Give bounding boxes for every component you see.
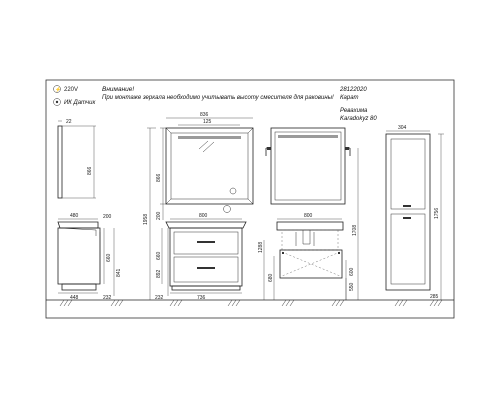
sensor-icon	[53, 98, 61, 106]
dim-cabinet-base-width: 736	[197, 295, 206, 301]
dim-install-h5: 550	[349, 282, 355, 291]
dim-mirror-inner-width: 125	[203, 119, 212, 125]
cabinet-front-view: 800 660 892 232 736	[155, 213, 247, 301]
dim-mirror-gap: 200	[156, 211, 162, 220]
dim-column-height: 1756	[434, 208, 440, 219]
dim-mirror-side-height: 866	[87, 166, 93, 175]
dim-mirror-side-depth: 22	[66, 119, 72, 125]
dim-install-h1: 1288	[258, 242, 264, 253]
dim-install-h4: 600	[349, 267, 355, 276]
product-code: 28122020	[339, 87, 367, 93]
dim-install-h3: 680	[268, 273, 274, 282]
dim-cabinet-side-depth: 480	[70, 213, 79, 219]
floor-line	[46, 299, 454, 307]
dim-cabinet-h2: 892	[156, 269, 162, 278]
warning-text: При монтаже зеркала необходимо учитывать…	[102, 95, 334, 101]
floor-hatches	[59, 299, 443, 307]
product-name: Карат	[340, 95, 359, 101]
dim-cabinet-side-base: 448	[70, 295, 79, 301]
dim-cabinet-side-leg: 232	[103, 295, 112, 301]
dim-cabinet-leg: 232	[155, 295, 164, 301]
dim-total-height: 1958	[143, 214, 149, 225]
product-brand: Ревахима	[340, 108, 368, 114]
dim-cabinet-side-h2: 841	[116, 268, 122, 277]
product-info: 28122020 Карат Ревахима Karadokyz 80	[339, 87, 377, 122]
svg-text:⚡: ⚡	[55, 86, 61, 93]
installation-view: 800 1288 1708 680 600 550	[258, 127, 359, 300]
sheet-frame	[45, 79, 455, 319]
product-model: Karadokyz 80	[340, 116, 377, 122]
dim-install-width: 800	[304, 213, 313, 219]
cabinet-side-view: 480 200 660 841 448 232	[57, 213, 122, 301]
legend: ⚡ 220V ИК Датчик	[53, 85, 96, 106]
power-label: 220V	[64, 87, 78, 93]
sensor-label: ИК Датчик	[64, 100, 96, 106]
dim-column-floor: 285	[430, 294, 439, 300]
dim-install-h2: 1708	[352, 225, 358, 236]
dim-column-width: 304	[398, 125, 407, 131]
column-view: 304 1756 285	[385, 125, 444, 300]
dim-mirror-width: 836	[200, 112, 209, 118]
warning-title: Внимание!	[102, 86, 134, 93]
dim-cabinet-side-top: 200	[103, 214, 112, 220]
dim-cabinet-side-h1: 660	[106, 253, 112, 262]
power-icon: ⚡	[53, 85, 61, 93]
dim-cabinet-h1: 660	[156, 251, 162, 260]
mirror-front-view: 836 125 866 200 1958	[143, 112, 254, 300]
dim-cabinet-width: 800	[199, 213, 208, 219]
dim-mirror-height: 866	[156, 173, 162, 182]
mirror-side-view: 22 866	[57, 119, 96, 199]
